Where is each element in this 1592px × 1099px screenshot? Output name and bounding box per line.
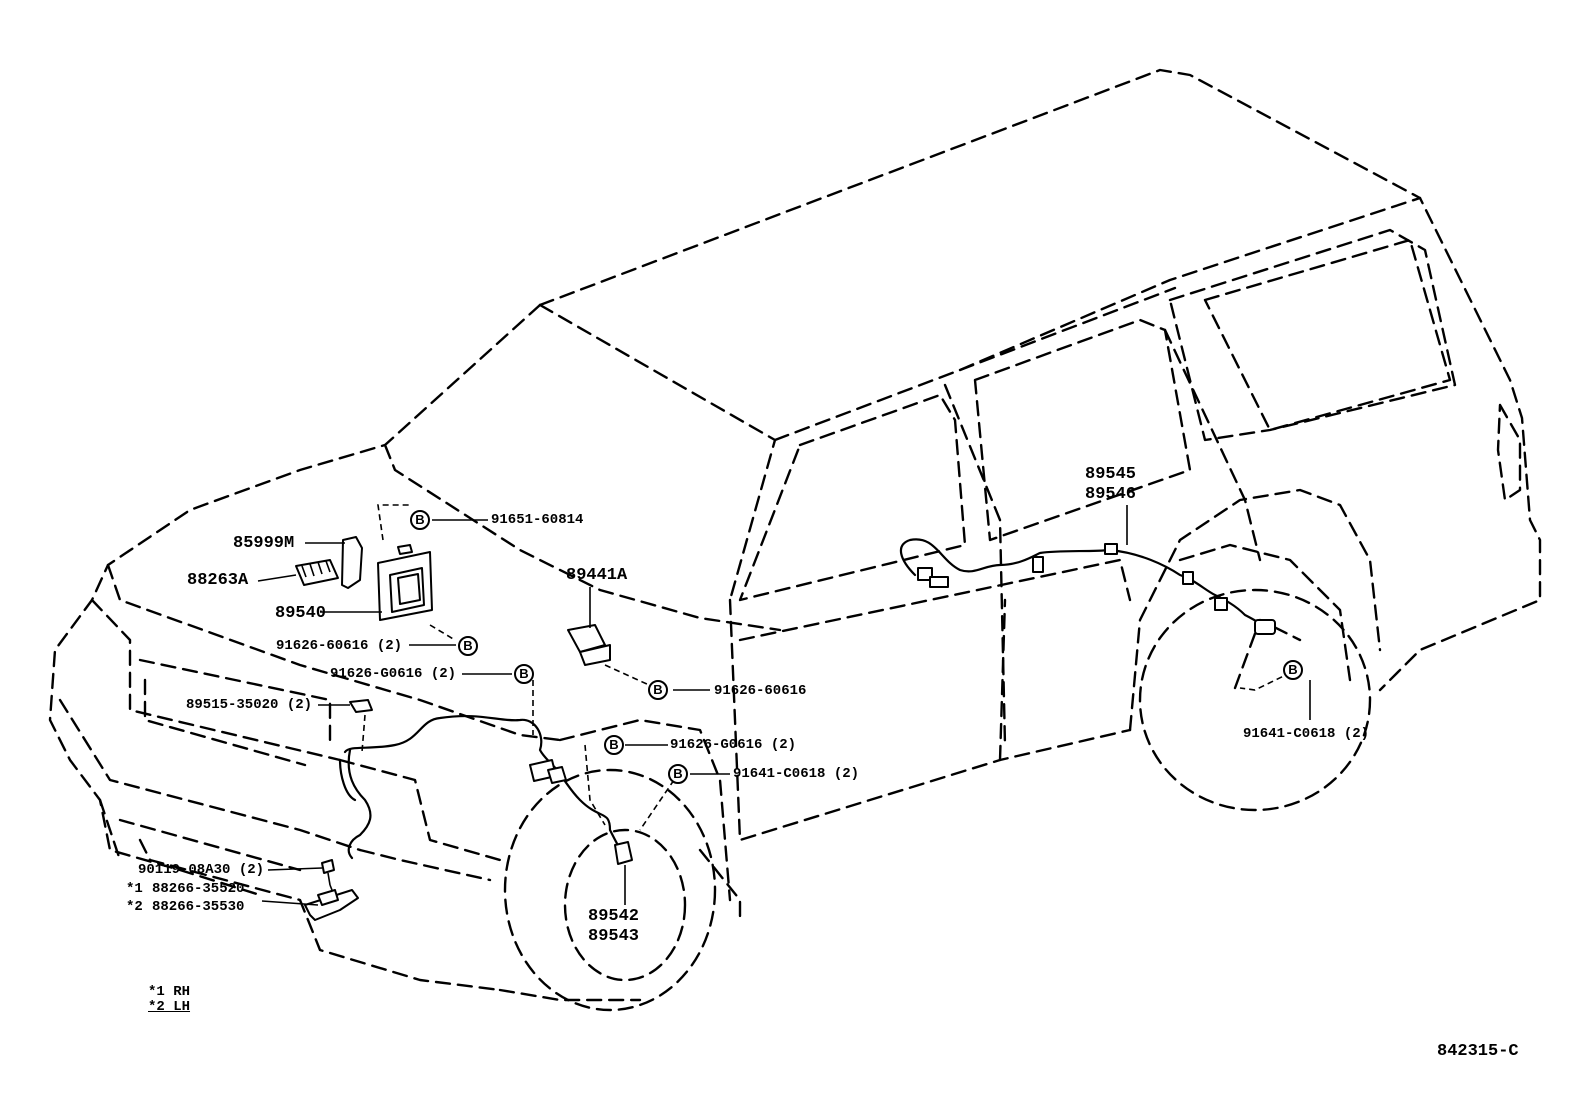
part-label-91641-c0618-front: 91641-C0618 (2) [733, 766, 860, 782]
part-label-89543: 89543 [588, 927, 640, 946]
bolt-symbol-b: B [668, 764, 688, 784]
bolt-symbol-b: B [458, 636, 478, 656]
part-label-89515-35020: 89515-35020 (2) [186, 697, 313, 713]
part-label-88263a: 88263A [187, 571, 249, 590]
part-label-91641-c0618-rear: 91641-C0618 (2) [1243, 726, 1370, 742]
bolt-symbol-b: B [648, 680, 668, 700]
legend-rh: *1 RH [148, 984, 191, 1000]
part-label-88266-35520: 88266-35520 [152, 881, 245, 897]
bolt-symbol-b: B [604, 735, 624, 755]
note-marker-2: *2 [126, 899, 143, 915]
legend-lh: *2 LH [148, 999, 191, 1015]
part-label-89545: 89545 [1085, 465, 1137, 484]
note-marker-1: *1 [126, 881, 143, 897]
part-label-89441a: 89441A [566, 566, 628, 585]
part-label-89540: 89540 [275, 604, 327, 623]
part-label-91626-60616: 91626-60616 [714, 683, 807, 699]
part-label-91626-60616-2: 91626-60616 (2) [276, 638, 403, 654]
bolt-symbol-b: B [1283, 660, 1303, 680]
part-label-89542: 89542 [588, 907, 640, 926]
part-label-85999m: 85999M [233, 534, 295, 553]
part-label-90119-08a30: 90119-08A30 (2) [138, 862, 265, 878]
part-label-91651-60814: 91651-60814 [491, 512, 584, 528]
bolt-symbol-b: B [514, 664, 534, 684]
bolt-symbol-b: B [410, 510, 430, 530]
part-label-91626-g0616-2-mid: 91626-G0616 (2) [670, 737, 797, 753]
part-label-91626-g0616-2-left: 91626-G0616 (2) [330, 666, 457, 682]
part-label-88266-35530: 88266-35530 [152, 899, 245, 915]
diagram-id: 842315-C [1437, 1042, 1519, 1061]
part-label-89546: 89546 [1085, 485, 1137, 504]
